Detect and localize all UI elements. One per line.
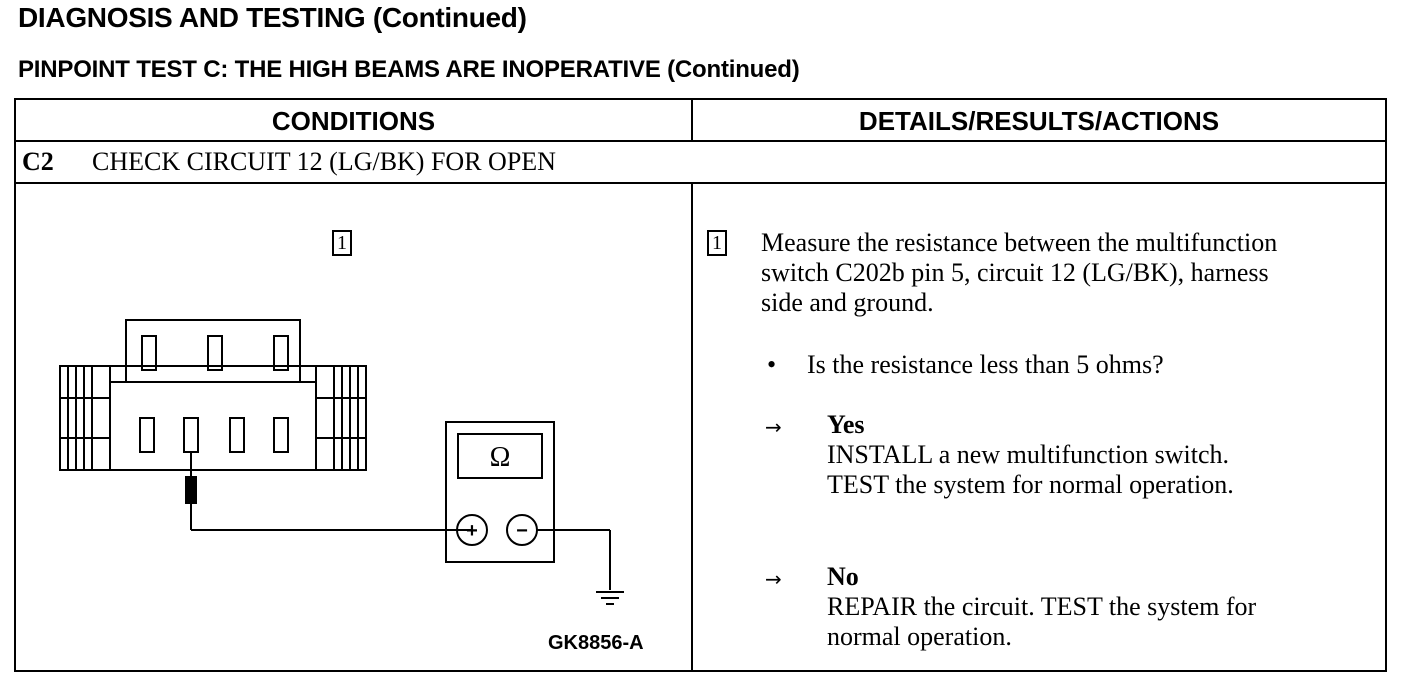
figure-id: GK8856-A <box>548 632 644 654</box>
multimeter-icon <box>445 421 611 590</box>
instruction-line: switch C202b pin 5, circuit 12 (LG/BK), … <box>761 258 1269 287</box>
bullet: • <box>767 350 777 379</box>
pinpoint-table: CONDITIONS DETAILS/RESULTS/ACTIONS C2 CH… <box>14 98 1387 672</box>
probe-tip <box>185 476 197 504</box>
instruction-line: side and ground. <box>761 288 934 317</box>
ground-symbol-icon <box>596 591 624 605</box>
connector-icon <box>59 319 367 476</box>
no-label: No <box>827 562 859 591</box>
figure-ref-box: 1 <box>332 230 352 256</box>
step-row: C2 CHECK CIRCUIT 12 (LG/BK) FOR OPEN <box>16 142 1385 184</box>
yes-arrow-icon: → <box>765 415 782 439</box>
section-title: DIAGNOSIS AND TESTING (Continued) <box>18 2 527 33</box>
test-title: PINPOINT TEST C: THE HIGH BEAMS ARE INOP… <box>18 56 800 83</box>
ohm-symbol: Ω <box>490 442 511 473</box>
plus-symbol: + <box>466 520 478 542</box>
table-header: CONDITIONS DETAILS/RESULTS/ACTIONS <box>16 100 1385 142</box>
minus-symbol: − <box>516 520 528 542</box>
step-id: C2 <box>22 147 54 176</box>
details-header: DETAILS/RESULTS/ACTIONS <box>858 106 1220 136</box>
wiring-diagram: Ω + − <box>59 319 624 605</box>
details-ref-box: 1 <box>707 230 727 256</box>
conditions-header: CONDITIONS <box>16 100 693 140</box>
step-title: CHECK CIRCUIT 12 (LG/BK) FOR OPEN <box>92 147 556 176</box>
conditions-cell: 1 <box>16 184 693 670</box>
details-cell: 1 Measure the resistance between the mul… <box>693 184 1385 670</box>
no-action-line: normal operation. <box>827 622 1012 651</box>
no-action-line: REPAIR the circuit. TEST the system for <box>827 592 1257 621</box>
no-arrow-icon: → <box>765 567 782 591</box>
instruction-line: Measure the resistance between the multi… <box>761 228 1278 257</box>
yes-label: Yes <box>827 410 865 439</box>
yes-action-line: INSTALL a new multifunction switch. <box>827 440 1230 469</box>
instruction-text: Measure the resistance between the multi… <box>761 228 1371 318</box>
yes-action-line: TEST the system for normal operation. <box>827 470 1234 499</box>
question-text: Is the resistance less than 5 ohms? <box>807 350 1164 379</box>
